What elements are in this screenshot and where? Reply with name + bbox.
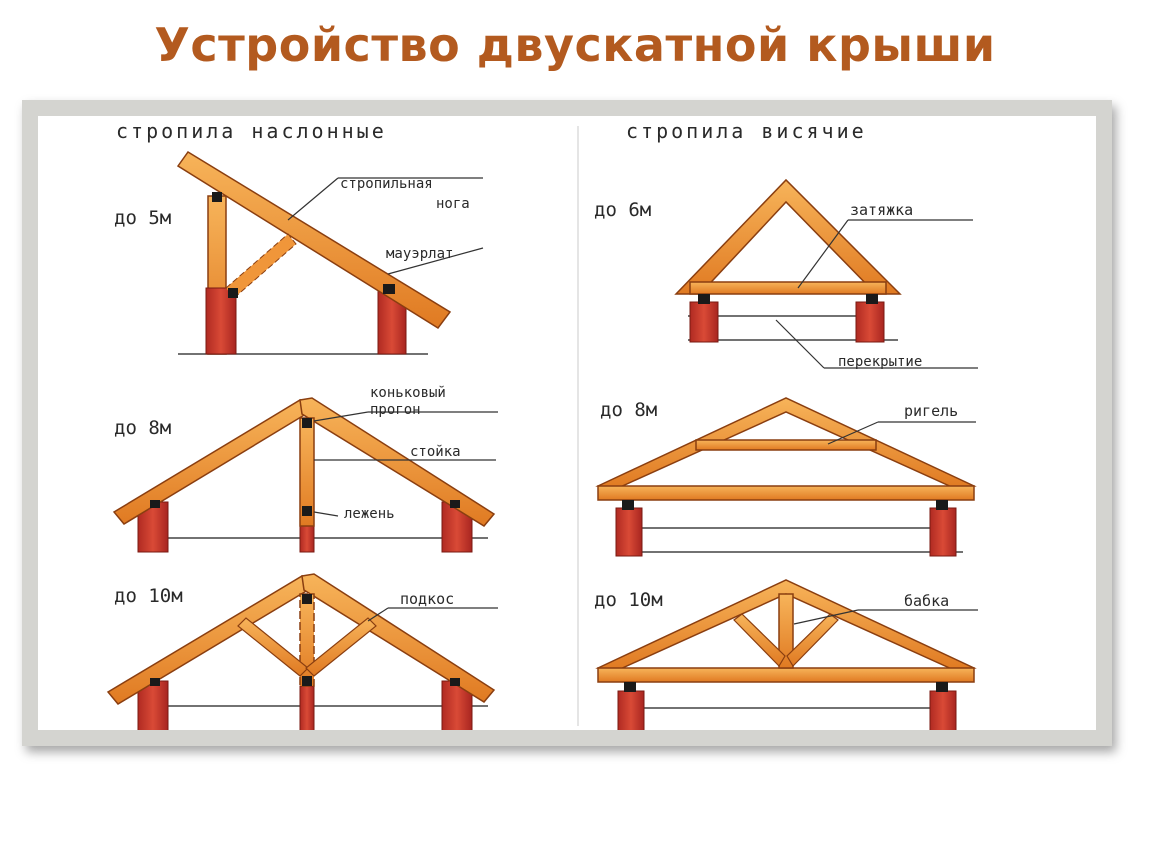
hanging-rafter-10m — [595, 579, 978, 730]
page-title: Устройство двускатной крыши — [154, 18, 996, 72]
span-label-left-10m: до 10м — [114, 585, 183, 607]
roof-diagram-svg: стропила наслонные стропила висячие до 5… — [106, 119, 978, 730]
label-ridge-purlin-2: прогон — [370, 402, 421, 418]
hanging-rafter-6m — [674, 178, 978, 369]
span-label-right-8m: до 8м — [600, 399, 657, 421]
label-rafter-leg-2: нога — [436, 196, 470, 212]
label-post: стойка — [410, 444, 461, 460]
label-floor: перекрытие — [838, 354, 922, 370]
diagram-canvas: стропила наслонные стропила висячие до 5… — [38, 116, 1096, 730]
lean-to-rafter-8m — [112, 397, 498, 553]
span-label-left-5m: до 5м — [114, 207, 171, 229]
span-label-left-8m: до 8м — [114, 417, 171, 439]
label-sill: лежень — [344, 506, 395, 522]
right-column-heading: стропила висячие — [626, 119, 867, 143]
label-strut: подкос — [400, 590, 454, 608]
label-tie: затяжка — [850, 201, 913, 219]
left-column-heading: стропила наслонные — [116, 119, 387, 143]
span-label-right-10m: до 10м — [594, 589, 663, 611]
diagram-frame: стропила наслонные стропила висячие до 5… — [22, 100, 1112, 746]
lean-to-rafter-5m — [176, 150, 484, 355]
label-rafter-leg-1: стропильная — [340, 176, 433, 192]
label-ridge-purlin-1: коньковый — [370, 385, 446, 401]
lean-to-rafter-10m — [106, 573, 498, 730]
hanging-rafter-8m — [595, 397, 977, 557]
label-mauerlat: мауэрлат — [386, 246, 453, 262]
span-label-right-6m: до 6м — [594, 199, 651, 221]
label-crossbar: ригель — [904, 402, 958, 420]
label-king-post: бабка — [904, 592, 949, 610]
